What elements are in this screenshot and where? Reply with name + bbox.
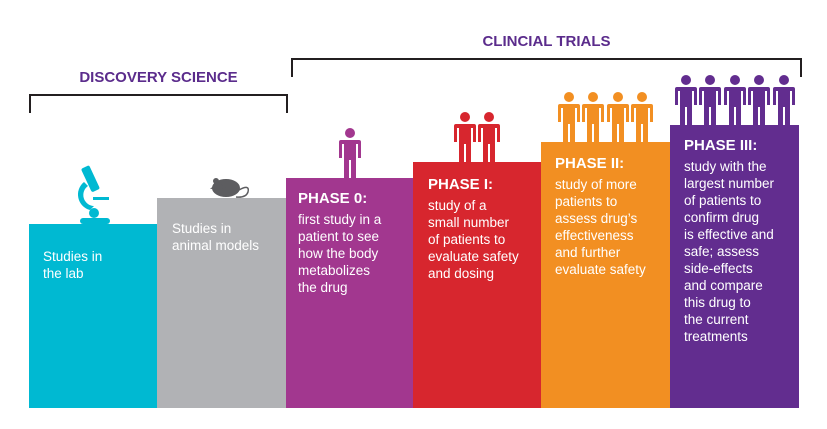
column-text: and compare — [684, 278, 763, 293]
column-phase-0: PHASE 0: first study in a patient to see… — [286, 178, 413, 408]
person-icon — [453, 112, 476, 162]
column-text: is effective and — [684, 227, 774, 242]
column-text: metabolizes — [298, 263, 371, 278]
column-text: study of more — [555, 177, 637, 192]
column-text: treatments — [684, 329, 748, 344]
column-text: first study in a — [298, 212, 382, 227]
column-text: the lab — [43, 266, 84, 281]
column-phase-1: PHASE I: study of a small number of pati… — [413, 162, 541, 408]
person-icon — [772, 75, 795, 125]
column-text: Studies in — [43, 249, 103, 264]
column-text: effectiveness — [555, 228, 634, 243]
phase-description: study of more patients to assess drug’s … — [555, 176, 658, 278]
person-icon — [723, 75, 746, 125]
column-text: study of a — [428, 198, 487, 213]
phase-heading: PHASE III: — [684, 137, 758, 154]
mouse-icon — [210, 178, 250, 198]
clinical-trials-label: CLINCIAL TRIALS — [482, 33, 611, 50]
discovery-science-label: DISCOVERY SCIENCE — [79, 69, 238, 86]
column-text: of patients to — [684, 193, 762, 208]
column-text: patients to — [555, 194, 618, 209]
column-text: evaluate safety — [428, 249, 519, 264]
column-text: animal models — [172, 238, 260, 253]
column-text: largest number — [684, 176, 775, 191]
person-icon — [631, 92, 654, 142]
column-animal: Studies in animal models — [157, 198, 286, 408]
column-text: and further — [555, 245, 621, 260]
clinical-bracket — [291, 58, 802, 77]
column-text: the drug — [298, 280, 348, 295]
phase-heading: PHASE I: — [428, 176, 494, 193]
column-text: Studies in — [172, 221, 232, 236]
column-text: how the body — [298, 246, 379, 261]
column-text: assess drug’s — [555, 211, 638, 226]
phase-heading: PHASE II: — [555, 155, 625, 172]
column-text: evaluate safety — [555, 262, 646, 277]
person-icon — [582, 92, 605, 142]
column-text: the current — [684, 312, 749, 327]
phase-heading: PHASE 0: — [298, 190, 368, 207]
column-text: of patients to — [428, 232, 506, 247]
person-icon — [478, 112, 501, 162]
phase-description: first study in a patient to see how the … — [298, 211, 401, 296]
phase-description: study of a small number of patients to e… — [428, 197, 529, 282]
column-text: study with the — [684, 159, 767, 174]
discovery-bracket — [29, 94, 288, 113]
person-icon — [674, 75, 697, 125]
column-lab: Studies in the lab — [29, 224, 157, 408]
column-phase-3: PHASE III: study with the largest number… — [670, 125, 799, 408]
column-text: side-effects — [684, 261, 753, 276]
microscope-icon — [77, 165, 110, 224]
column-text: and dosing — [428, 266, 495, 281]
person-icon — [699, 75, 721, 125]
column-text: confirm drug — [684, 210, 760, 225]
column-phase-2: PHASE II: study of more patients to asse… — [541, 142, 670, 408]
column-text: patient to see — [298, 229, 380, 244]
phase-description: study with the largest number of patient… — [684, 158, 787, 345]
person-icon — [557, 92, 580, 142]
person-icon — [748, 75, 770, 125]
column-text: this drug to — [684, 295, 751, 310]
column-text: small number — [428, 215, 510, 230]
person-icon — [338, 128, 361, 178]
column-text: safe; assess — [684, 244, 760, 259]
person-icon — [606, 92, 629, 142]
